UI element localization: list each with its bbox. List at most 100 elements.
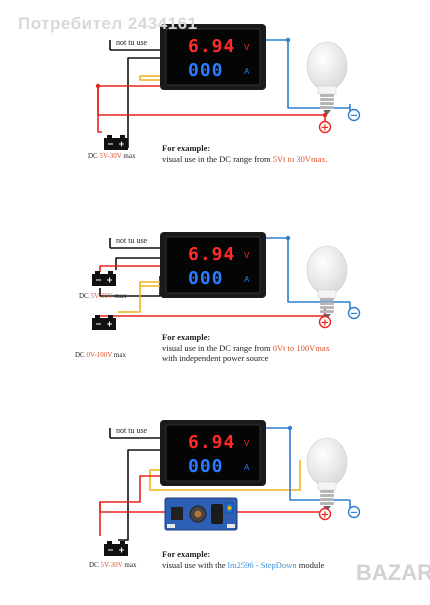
battery-body [104,544,128,556]
not-use-label-3: not tu use [116,426,148,435]
not-use-label-1: not tu use [116,38,148,47]
example-title-1: For example: [162,143,211,153]
example-title-2: For example: [162,332,211,342]
current-unit: A [244,463,250,472]
bulb-thread [320,494,334,497]
minus-terminal-3 [347,505,361,519]
wire-red-1b [97,86,102,133]
voltage-unit: V [244,251,250,260]
module-trimmer-screw [227,506,232,510]
minus-terminal-3-sign: − [350,507,358,518]
light-bulb-3 [306,437,348,511]
module-chip [171,507,183,520]
voltmeter-2: 6.94 V 000 A [160,232,266,298]
bulb-tip [323,110,331,115]
voltage-unit: V [244,43,250,52]
bulb-thread [320,502,334,505]
supply-label-2a: DC 5V-30V max [79,292,127,300]
plus-terminal-3 [318,507,332,521]
bulb-thread [320,94,334,97]
junction [285,235,291,241]
current-unit: A [244,275,250,284]
current-reading: 000 [188,268,224,289]
example-line-3: visual use with the lm2596 - StepDown mo… [162,559,325,570]
voltage-reading: 6.94 [188,432,235,453]
meter-screen [165,28,261,86]
module-inductor-core [194,510,202,518]
battery-terminal [120,135,125,138]
bulb-neck [317,85,337,95]
bulb-glass [306,245,348,295]
plus-terminal-2-sign: + [321,317,329,328]
battery-4 [104,541,128,556]
watermark-user: Потребител 2434161 [18,14,198,33]
bulb-neck [317,289,337,299]
minus-terminal-1 [347,108,361,122]
bulb-neck [317,481,337,491]
bulb-thread [320,98,334,101]
junction [322,112,328,118]
plus-terminal-1-sign: + [321,122,329,133]
wire-yellow-3 [149,460,301,491]
battery-3 [92,315,116,330]
example-title-3: For example: [162,549,211,559]
bulb-glass [306,41,348,91]
battery-terminal [108,315,113,318]
voltmeter-3: 6.94 V 000 A [160,420,266,486]
battery-body [92,274,116,286]
meter-screen [165,236,261,294]
example-line-1: visual use in the DC range from 5Vt to 3… [162,153,328,164]
minus-terminal-2 [347,306,361,320]
current-reading: 000 [188,60,224,81]
battery-terminal [108,271,113,274]
wire-blue-1 [266,39,350,109]
not-use-label-2: not tu use [116,236,148,245]
watermark-bazar: BAZAR [356,560,430,585]
bulb-thread [320,310,334,313]
junction [287,425,293,431]
battery-terminal [95,315,100,318]
supply-label-1a: DC 5V-30V max [88,152,136,160]
battery-terminal [120,541,125,544]
bulb-thread [320,106,334,109]
plus-terminal-3-sign: + [321,509,329,520]
wire-blue-2 [266,237,350,303]
wire-red-2a [99,265,160,272]
light-bulb-1 [306,41,348,115]
current-unit: A [244,67,250,76]
bulb-thread [320,102,334,105]
bulb-thread [320,498,334,501]
bulb-thread [320,298,334,301]
wire-red-3c [237,508,326,513]
meter-screen [165,424,261,482]
supply-label-3a: DC 5V-30V max [89,561,137,569]
wire-black-2 [115,257,160,270]
bulb-thread [320,306,334,309]
bulb-thread [320,302,334,305]
voltage-unit: V [244,439,250,448]
module-pad [167,524,175,528]
minus-terminal-2-sign: − [350,308,358,319]
battery-1 [104,135,128,150]
bulb-thread [320,490,334,493]
module-capacitor [211,504,223,524]
voltage-reading: 6.94 [188,244,235,265]
wire-red-3 [99,475,160,536]
wire-red-3b [99,502,165,513]
lm2596-stepdown-module [164,497,238,531]
battery-terminal [107,541,112,544]
junction [285,37,291,43]
plus-terminal-1 [318,120,332,134]
bulb-glass [306,437,348,487]
battery-terminal [107,135,112,138]
battery-body [104,138,128,150]
battery-terminal [95,271,100,274]
example-line-2b: with independent power source [162,353,269,363]
plus-terminal-2 [318,315,332,329]
battery-2 [92,271,116,286]
current-reading: 000 [188,456,224,477]
battery-body [92,318,116,330]
wire-yellow-1 [139,75,160,81]
